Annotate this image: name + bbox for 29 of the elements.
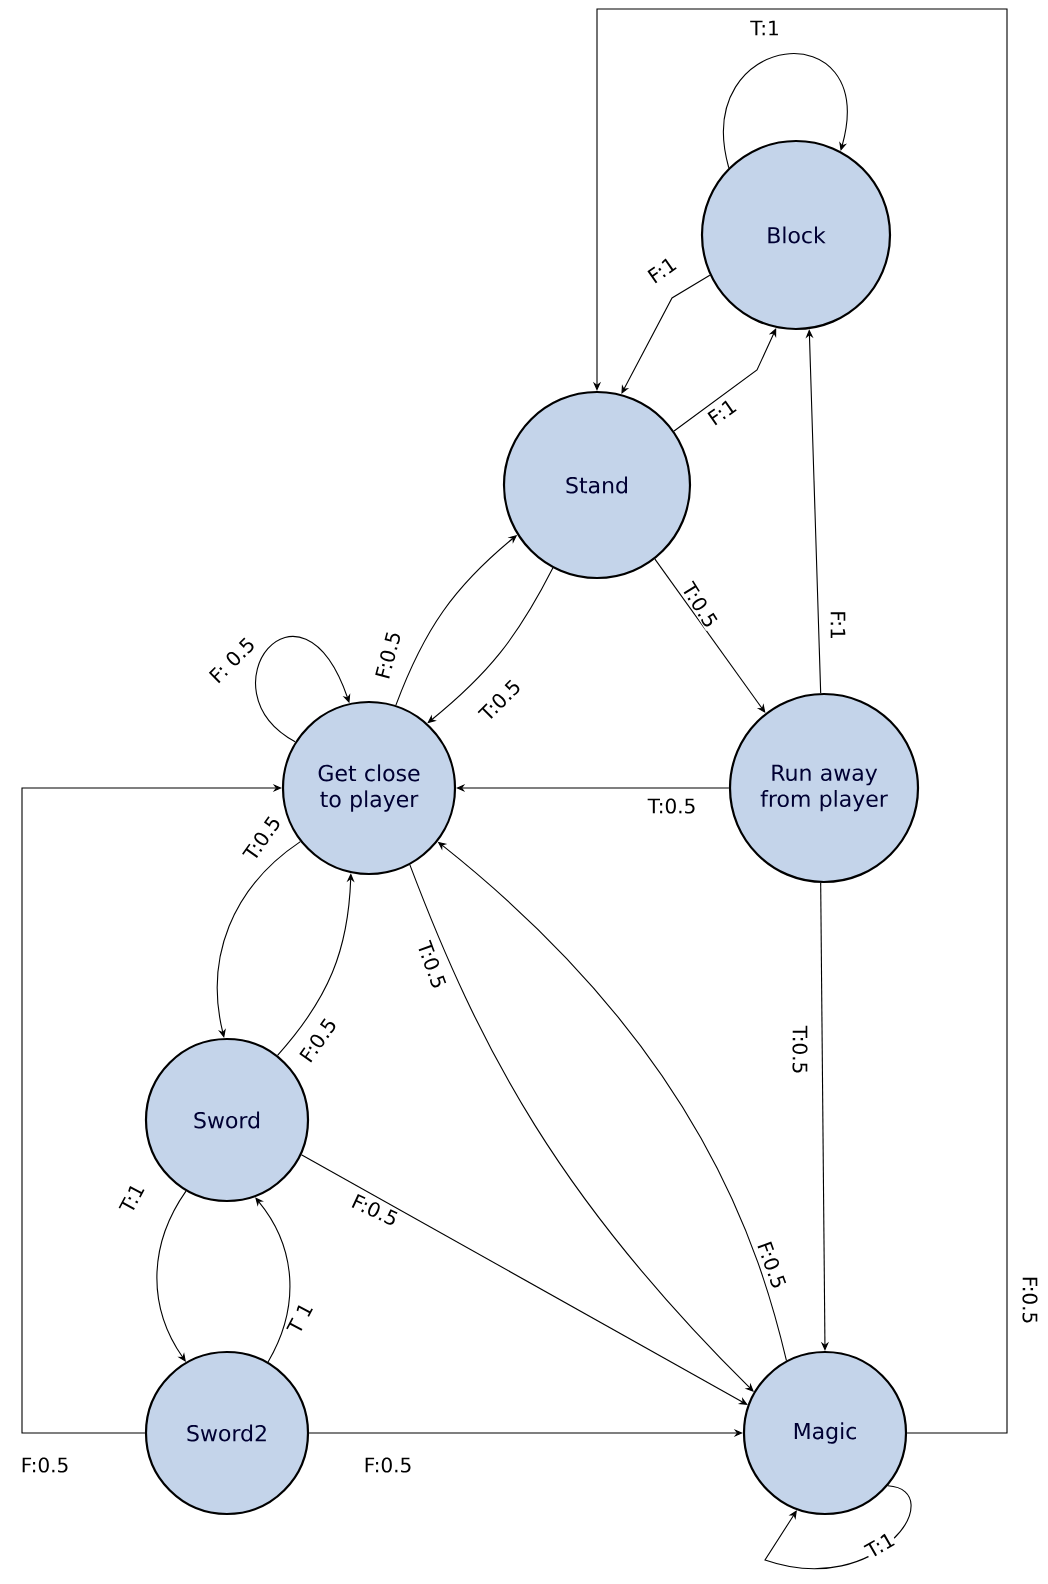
arrow [805,329,822,694]
edge-label: T:1 [862,1529,898,1561]
arrow [820,882,829,1351]
edge-label: F:0.5 [373,628,403,682]
arrow [216,841,301,1038]
arrow [21,783,282,1434]
edge-label: F:0.5 [362,1456,414,1474]
edge-label: T:0.5 [791,1024,809,1076]
edge-label: T:1 [749,19,781,37]
arrow [156,1190,187,1362]
arrow [673,328,777,432]
edge-label: F:0.5 [1021,1274,1039,1326]
edge-label: F:0.5 [755,1238,789,1292]
arrow [764,1485,912,1570]
edge-label: F: 0.5 [205,633,259,687]
arrow [723,53,848,169]
arrow [300,1154,748,1405]
edge-label: T 1 [284,1299,316,1337]
arrow [255,635,351,743]
edge-label: T:1 [117,1180,147,1216]
edge-label: T:0.5 [415,938,449,992]
arrow [409,864,754,1392]
edge-label: F:0.5 [19,1456,71,1474]
arrow [255,1197,291,1363]
edge-label: F:1 [644,254,680,286]
edge-label: T:0.5 [646,797,698,815]
edge-label: F:1 [704,396,740,428]
edge-label: F:0.5 [348,1191,402,1229]
edge-label: F:1 [829,609,847,641]
